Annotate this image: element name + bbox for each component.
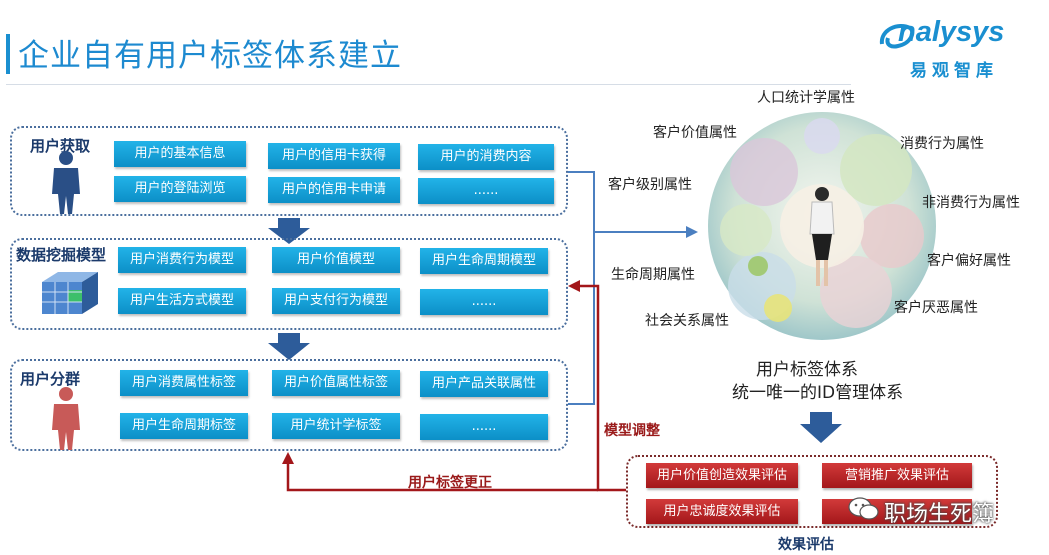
eval-loyalty: 用户忠诚度效果评估 [646, 499, 798, 524]
brand-logo: nalysys 易观智库 [876, 14, 1034, 84]
watermark-text: 职场生死簿 [884, 502, 995, 527]
person-red-icon [52, 387, 80, 450]
group-evaluation [626, 455, 998, 528]
eval-marketing: 营销推广效果评估 [822, 463, 972, 488]
item-more: ...... [420, 289, 548, 315]
item-payment-model: 用户支付行为模型 [272, 288, 400, 314]
eval-blank-slot [822, 499, 972, 524]
group-user-segmentation [10, 359, 568, 451]
group-data-mining [10, 238, 568, 330]
down-arrow-2 [268, 333, 310, 360]
item-lifestyle-model: 用户生活方式模型 [118, 288, 246, 314]
logo-swoosh-icon [879, 24, 915, 49]
group-user-acquisition [10, 126, 568, 216]
tag-system-subtitle: 统一唯一的ID管理体系 [732, 383, 904, 403]
group-label: 用户获取 [30, 137, 91, 155]
attr-customer-value: 客户价值属性 [653, 125, 737, 141]
attr-non-consumption: 非消费行为属性 [922, 195, 1020, 211]
down-arrow-1 [268, 218, 310, 244]
group-label: 数据挖掘模型 [16, 246, 107, 264]
item-basic-info: 用户的基本信息 [114, 141, 246, 167]
attr-customer-level: 客户级别属性 [608, 177, 692, 193]
attr-social: 社会关系属性 [645, 313, 729, 329]
attr-preference: 客户偏好属性 [927, 253, 1011, 269]
group-label: 用户分群 [20, 370, 81, 388]
eval-value-creation: 用户价值创造效果评估 [646, 463, 798, 488]
item-credit-card-obtain: 用户的信用卡获得 [268, 143, 400, 169]
logo-brand: nalysys [898, 16, 1005, 48]
tag-cloud-sphere [708, 112, 936, 340]
item-value-tag: 用户价值属性标签 [272, 370, 400, 396]
attr-demographic: 人口统计学属性 [757, 90, 855, 106]
attr-aversion: 客户厌恶属性 [894, 300, 978, 316]
item-lifecycle-model: 用户生命周期模型 [420, 248, 548, 274]
item-consumption-tag: 用户消费属性标签 [120, 370, 248, 396]
title-accent-bar [6, 34, 10, 74]
tag-correct-label: 用户标签更正 [408, 475, 492, 491]
to-tag-arrowhead [686, 226, 698, 238]
evaluation-label: 效果评估 [778, 537, 834, 553]
model-adjust-arrowhead [568, 280, 580, 292]
tag-correct-line [286, 462, 598, 492]
attr-lifecycle: 生命周期属性 [611, 267, 695, 283]
item-statistics-tag: 用户统计学标签 [272, 413, 400, 439]
item-lifecycle-tag: 用户生命周期标签 [120, 413, 248, 439]
person-blue-icon [52, 151, 80, 214]
attr-consumption: 消费行为属性 [900, 136, 984, 152]
item-value-model: 用户价值模型 [272, 247, 400, 273]
item-product-association: 用户产品关联属性 [420, 371, 548, 397]
item-consumption-content: 用户的消费内容 [418, 144, 554, 170]
item-more: ...... [420, 414, 548, 440]
model-adjust-line [578, 284, 626, 492]
item-login-browse: 用户的登陆浏览 [114, 176, 246, 202]
tag-correct-arrowhead [282, 452, 294, 464]
tag-system-title: 用户标签体系 [756, 360, 858, 380]
page-title: 企业自有用户标签体系建立 [18, 38, 402, 74]
group-connector-line [568, 171, 595, 405]
wechat-icon [848, 497, 879, 520]
down-arrow-3 [800, 412, 842, 443]
title-divider [6, 84, 851, 85]
logo-brand-cn: 易观智库 [910, 61, 998, 81]
model-adjust-label: 模型调整 [604, 423, 660, 439]
data-cube-icon [42, 272, 98, 314]
item-more: ...... [418, 178, 554, 204]
item-consumption-model: 用户消费行为模型 [118, 247, 246, 273]
item-credit-card-apply: 用户的信用卡申请 [268, 177, 400, 203]
